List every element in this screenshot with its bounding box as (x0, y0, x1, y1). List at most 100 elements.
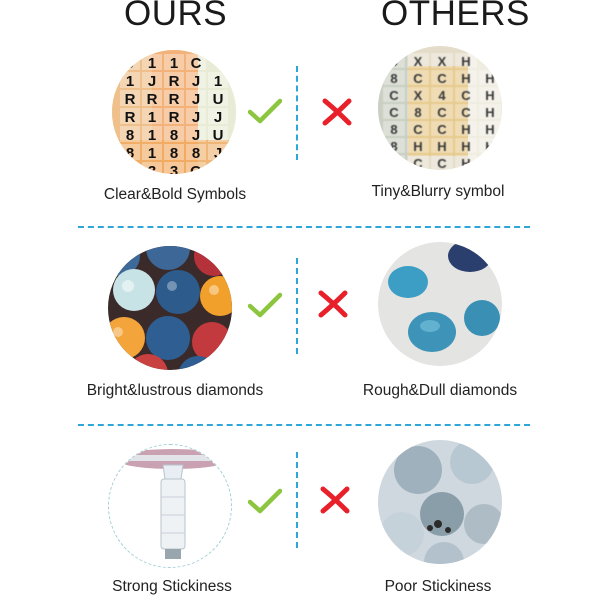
grid-cell (455, 70, 477, 85)
grid-cell (186, 90, 206, 106)
grid-cell (455, 87, 477, 102)
grid-symbol: 1 (126, 73, 134, 90)
grid-symbol: C (413, 122, 423, 137)
ours-header: OURS (124, 0, 228, 33)
others-caption-2: Rough&Dull diamonds (362, 382, 518, 399)
grid-cell (431, 70, 453, 85)
grid-symbol: C (437, 105, 447, 120)
grid-cell (142, 72, 162, 88)
grid-symbol: 8 (170, 127, 178, 144)
grid-symbol: J (214, 145, 222, 162)
grid-symbol: H (461, 156, 470, 170)
grid-cell (431, 104, 453, 119)
grid-cell (407, 104, 429, 119)
grid-symbol: C (413, 156, 423, 170)
grid-symbol: C (437, 122, 447, 137)
grid-symbol: H (485, 105, 494, 120)
grid-symbol: 8 (390, 122, 397, 137)
grid-symbol: J (192, 91, 200, 108)
grid-symbol: R (169, 109, 180, 126)
grid-cell (164, 90, 184, 106)
grid-symbol: J (126, 55, 134, 72)
check-mark-icon (247, 292, 283, 323)
grid-cell (383, 104, 405, 119)
grid-cell (164, 144, 184, 160)
grid-symbol: C (191, 55, 202, 72)
grid-symbol: 1 (148, 145, 156, 162)
cross-mark-icon (322, 98, 352, 131)
grid-symbol: H (485, 122, 494, 137)
grid-symbol: H (413, 139, 422, 154)
bright-diamonds-image (108, 246, 232, 370)
strong-stickiness-image (108, 444, 232, 568)
grid-cell (120, 72, 140, 88)
grid-cell (164, 54, 184, 70)
grid-cell (407, 87, 429, 102)
poor-stickiness-image (378, 440, 502, 564)
grid-symbol: O (190, 163, 202, 174)
grid-symbol: H (461, 139, 470, 154)
grid-cell (431, 138, 453, 153)
grid-cell (142, 108, 162, 124)
grid-cell (383, 155, 405, 170)
grid-symbol: 1 (214, 73, 222, 90)
grid-cell (479, 121, 501, 136)
grid-cell (186, 144, 206, 160)
grid-symbol: H (485, 71, 494, 86)
vertical-divider-1 (296, 66, 298, 160)
grid-cell (120, 90, 140, 106)
grid-cell (142, 54, 162, 70)
grid-symbol: H (461, 54, 470, 69)
grid-symbol: J (192, 73, 200, 90)
others-caption-3: Poor Stickiness (384, 578, 492, 595)
grid-symbol: 8 (390, 54, 397, 69)
grid-symbol: 8 (126, 127, 134, 144)
horizontal-divider-2 (78, 424, 530, 426)
grid-cell (383, 121, 405, 136)
vertical-divider-3 (296, 452, 298, 548)
grid-symbol: C (389, 88, 399, 103)
grid-cell (164, 72, 184, 88)
grid-cell (208, 90, 228, 106)
grid-symbol: C (389, 105, 399, 120)
horizontal-divider-1 (78, 226, 530, 228)
grid-symbol: X (438, 54, 447, 69)
grid-cell (142, 144, 162, 160)
grid-symbol: C (437, 71, 447, 86)
grid-cell (186, 72, 206, 88)
grid-cell (208, 126, 228, 142)
grid-symbol: R (147, 91, 158, 108)
grid-symbol: 8 (390, 139, 397, 154)
cross-mark-icon (318, 290, 348, 323)
ours-caption-1: Clear&Bold Symbols (103, 186, 247, 203)
grid-symbol: 1 (148, 127, 156, 144)
grid-symbol: 8 (390, 156, 397, 170)
grid-symbol: H (437, 139, 446, 154)
grid-cell (186, 54, 206, 70)
grid-symbol: C (437, 156, 447, 170)
grid-cell (383, 70, 405, 85)
others-header: OTHERS (381, 0, 530, 33)
grid-symbol: C (461, 88, 471, 103)
grid-symbol: 3 (148, 163, 156, 174)
grid-symbol: 1 (148, 109, 156, 126)
ours-caption-3: Strong Stickiness (112, 578, 232, 595)
ours-caption-2: Bright&lustrous diamonds (86, 382, 264, 399)
grid-symbol: 3 (170, 163, 178, 174)
grid-cell (142, 90, 162, 106)
grid-symbol: X (414, 88, 423, 103)
grid-symbol: H (461, 122, 470, 137)
grid-cell (455, 121, 477, 136)
grid-symbol: R (169, 73, 180, 90)
grid-symbol: C (413, 71, 423, 86)
check-mark-icon (247, 98, 283, 129)
grid-cell (455, 53, 477, 68)
grid-cell (383, 87, 405, 102)
grid-cell (407, 70, 429, 85)
grid-cell (164, 162, 184, 174)
dull-diamonds-image (378, 242, 502, 366)
grid-cell (208, 72, 228, 88)
grid-symbol: 8 (170, 145, 178, 162)
